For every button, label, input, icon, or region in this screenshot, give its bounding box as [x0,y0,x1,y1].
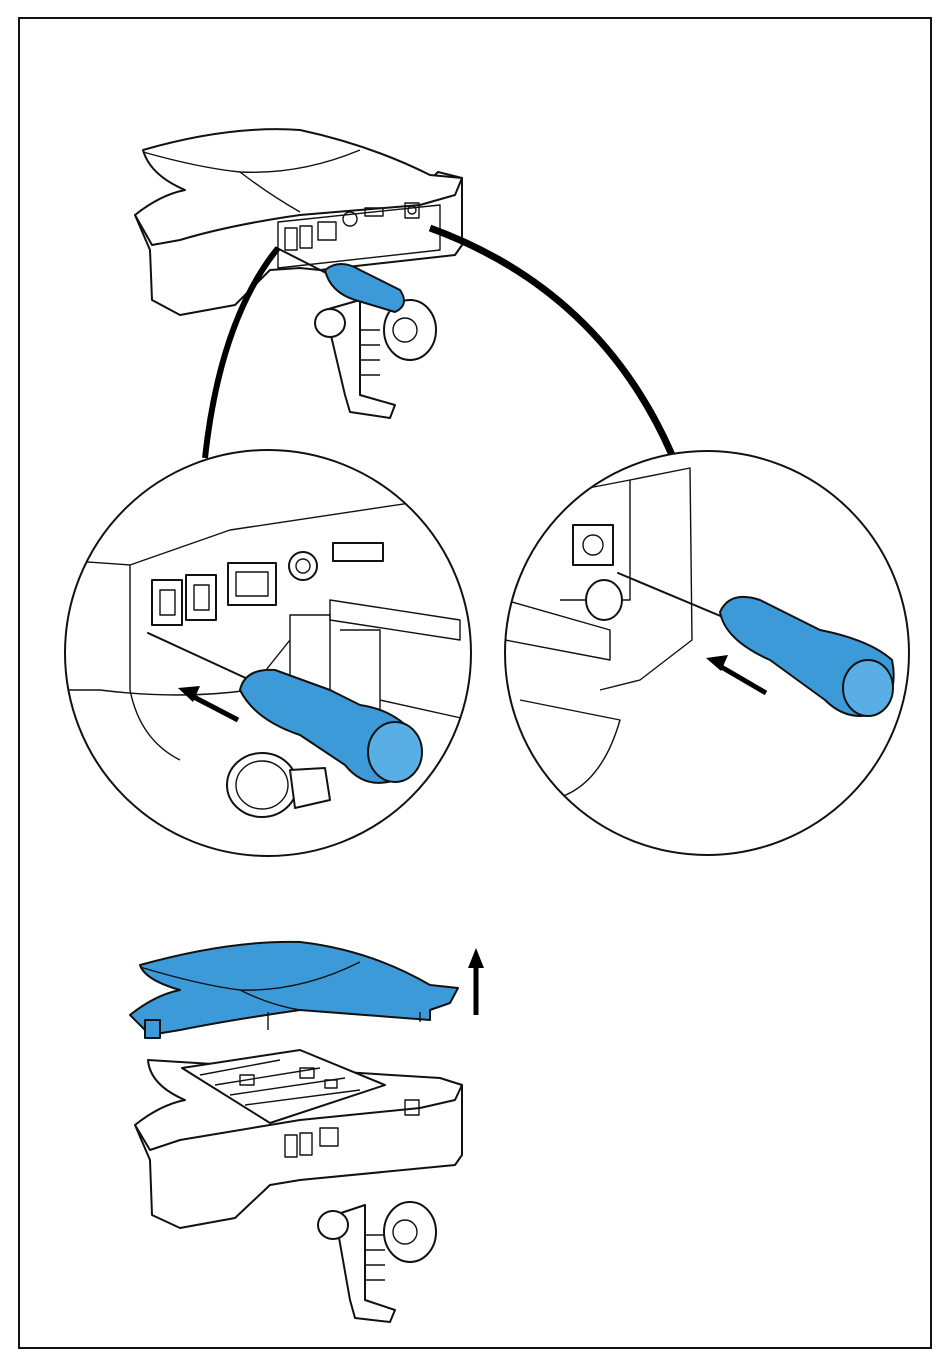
cover-lift [130,942,484,1322]
connector-right [430,228,672,455]
detail-right-screw [505,451,909,855]
device-overview [135,129,462,418]
detail-left-screw [60,450,471,856]
top-cover [130,942,458,1035]
